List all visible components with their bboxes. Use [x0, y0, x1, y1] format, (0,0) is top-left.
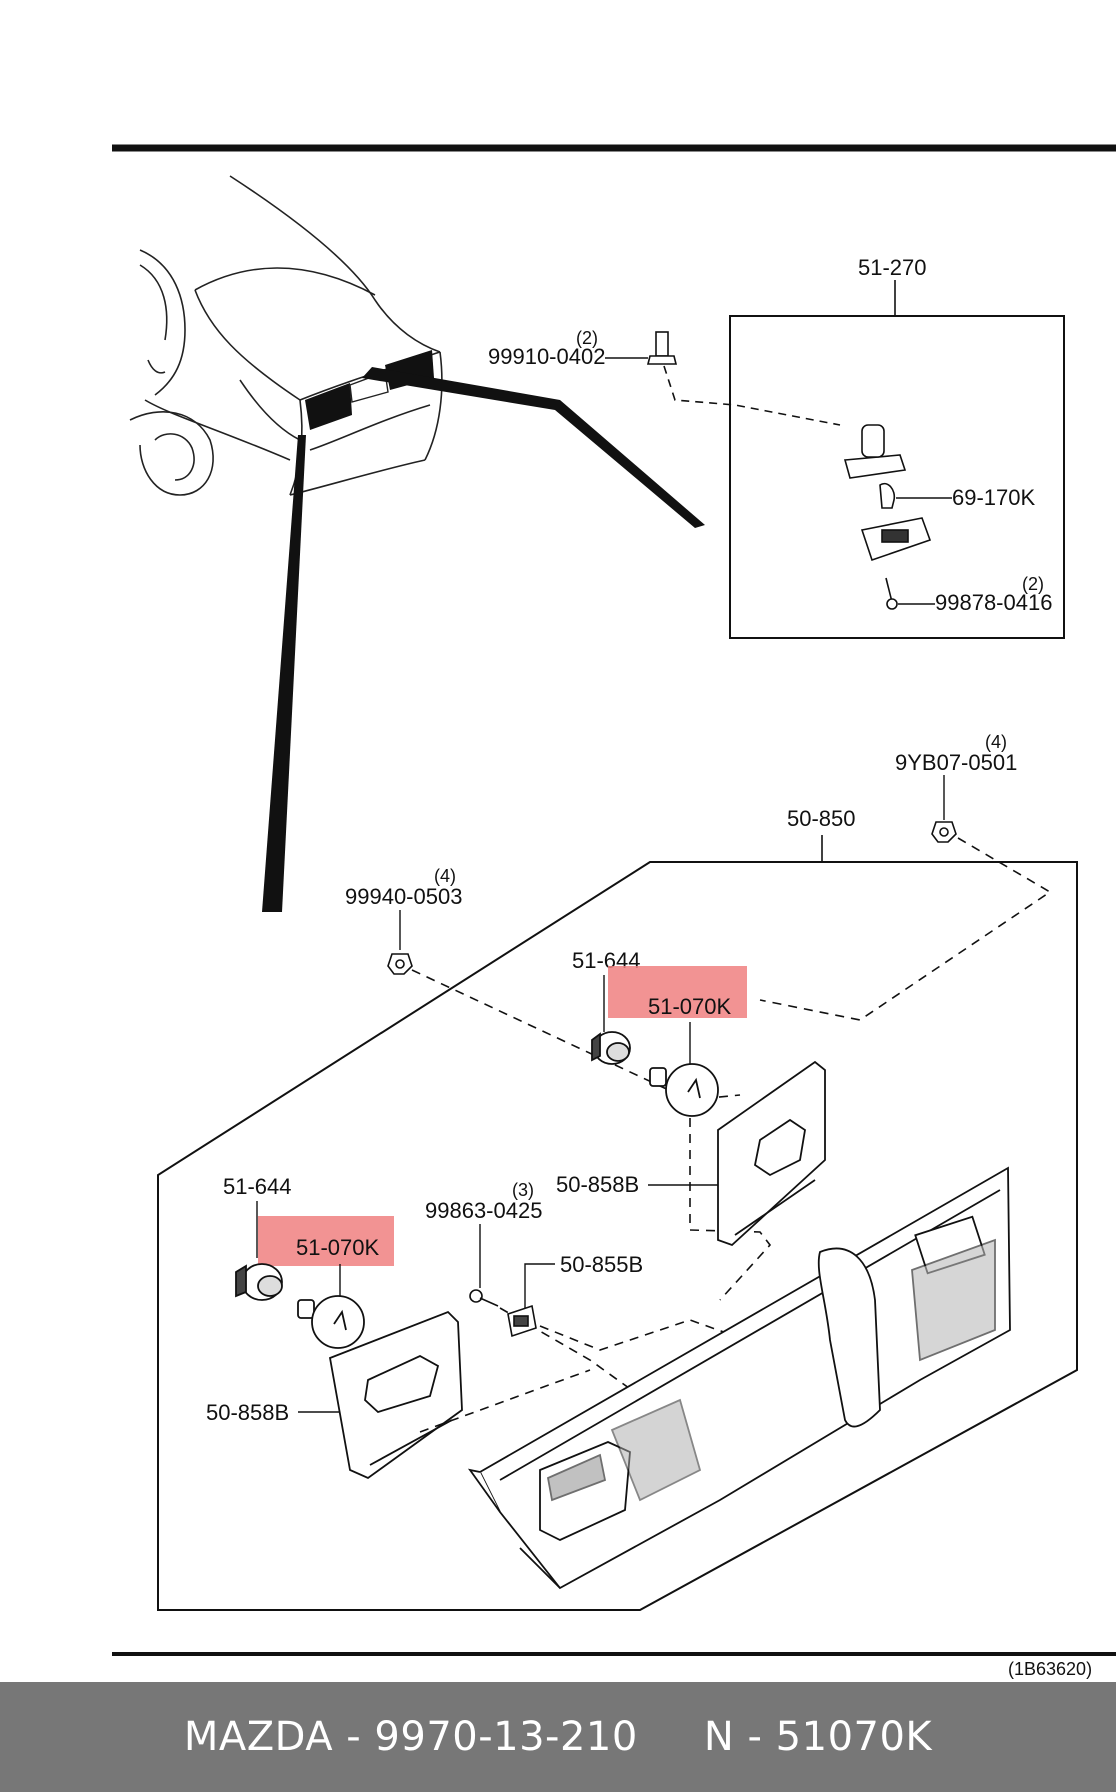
leader-wedge-down	[262, 435, 306, 912]
bulb-upper-part-number: 51-070K	[648, 994, 732, 1019]
nut-left-part-number: 99940-0503	[345, 884, 462, 909]
leader-wedge-right	[362, 367, 705, 528]
license-lamp-housing-icon	[843, 424, 907, 479]
parts-diagram: 51-270 99910-0402 (2) 69-170K 99878-0416…	[112, 144, 1116, 1679]
nut-left-qty: (4)	[434, 866, 456, 886]
small-bulb-icon	[879, 482, 896, 509]
bulb-upper-icon	[649, 1063, 719, 1117]
part-number-footer: MAZDA - 9970-13-210 N - 51070K	[0, 1682, 1116, 1792]
socket-upper-icon	[591, 1031, 631, 1065]
nut-top-qty: (4)	[985, 732, 1007, 752]
nut-left-icon	[387, 953, 413, 975]
license-lamp-box	[729, 315, 1065, 639]
drawing-reference-code: (1B63620)	[1008, 1659, 1092, 1679]
footer-text: MAZDA - 9970-13-210 N - 51070K	[183, 1714, 933, 1760]
socket-lower-icon	[235, 1263, 283, 1301]
bulb-lower-part-number: 51-070K	[296, 1235, 380, 1260]
socket-lower-part-number: 51-644	[223, 1174, 292, 1199]
bulb-lower-highlight	[258, 1216, 394, 1266]
gasket-lower-part-number: 50-858B	[206, 1400, 289, 1425]
license-lens-icon	[860, 517, 932, 562]
nut-top-icon	[931, 821, 957, 843]
gasket-lower-icon	[328, 1310, 463, 1480]
garnish-box-title: 50-850	[787, 806, 856, 831]
bulb-upper-highlight	[608, 966, 747, 1018]
bulb-lower-icon	[297, 1295, 365, 1349]
screw-mid-icon	[469, 1289, 499, 1307]
car-sketch	[129, 175, 443, 496]
bolt-qty: (2)	[576, 328, 598, 348]
bulb-part-number: 69-170K	[952, 485, 1036, 510]
tail-lamp-left-dark	[305, 383, 352, 430]
clip-part-number: 50-855B	[560, 1252, 643, 1277]
screw-part-number: 99878-0416	[935, 590, 1052, 615]
bolt-icon	[646, 331, 678, 365]
clip-icon	[507, 1304, 537, 1338]
screw-icon	[885, 577, 898, 610]
screw-qty: (2)	[1022, 574, 1044, 594]
screw-mid-qty: (3)	[512, 1180, 534, 1200]
nut-top-part-number: 9YB07-0501	[895, 750, 1017, 775]
garnish-box	[157, 861, 1078, 1611]
bolt-part-number: 99910-0402	[488, 344, 605, 369]
license-lamp-box-title: 51-270	[858, 255, 927, 280]
rear-garnish-assembly	[467, 1166, 1011, 1590]
gasket-upper-part-number: 50-858B	[556, 1172, 639, 1197]
gasket-upper-icon	[717, 1060, 826, 1247]
screw-mid-part-number: 99863-0425	[425, 1198, 542, 1223]
